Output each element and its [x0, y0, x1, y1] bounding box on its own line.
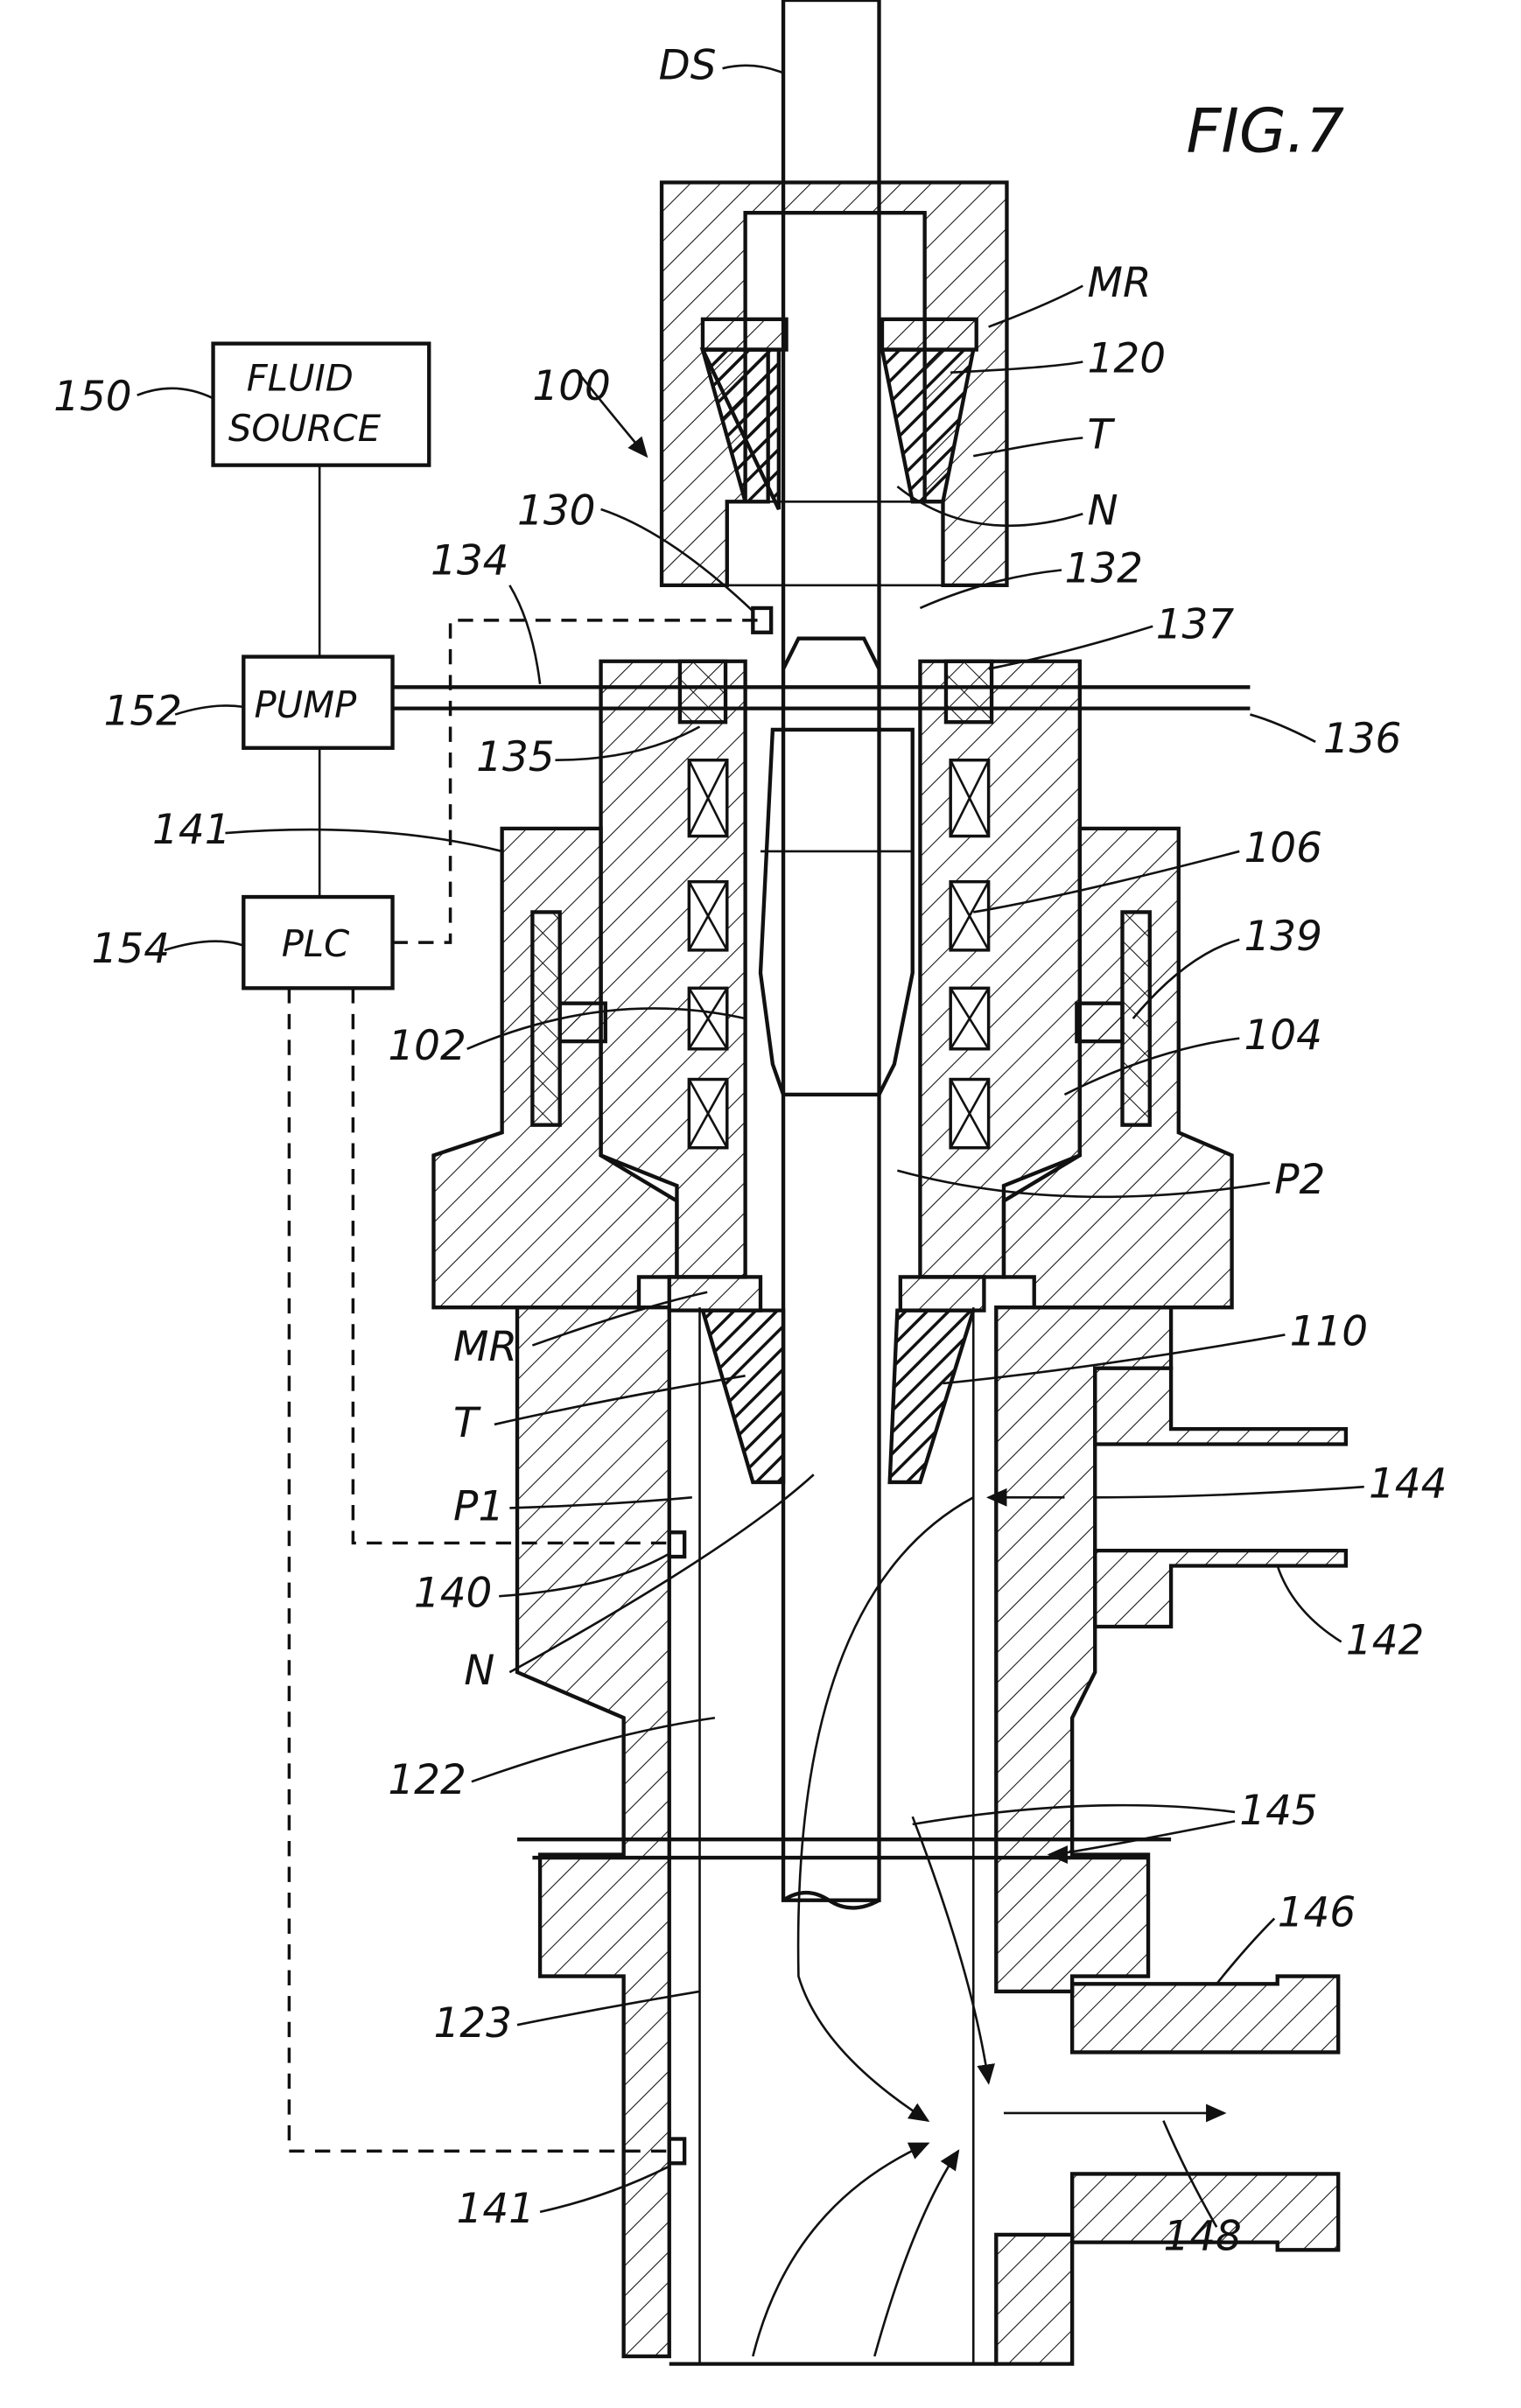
label-145: 145 — [1239, 1787, 1318, 1835]
plc-box: PLC — [243, 897, 392, 988]
label-141-top: 141 — [152, 806, 231, 854]
pump-label: PUMP — [254, 683, 357, 726]
label-p2: P2 — [1274, 1156, 1325, 1204]
label-102: 102 — [388, 1022, 466, 1070]
label-n-top: N — [1088, 486, 1118, 535]
label-134: 134 — [431, 537, 508, 585]
label-141-bottom: 141 — [457, 2185, 535, 2233]
label-t-bottom: T — [453, 1399, 481, 1447]
label-100: 100 — [532, 362, 611, 410]
label-p1: P1 — [453, 1482, 504, 1530]
label-ds: DS — [659, 41, 717, 89]
fluid-source-label-line1: FLUID — [247, 357, 354, 400]
label-140: 140 — [414, 1569, 493, 1617]
label-t-top: T — [1088, 411, 1116, 459]
label-122: 122 — [388, 1756, 466, 1804]
pump-box: PUMP — [243, 657, 392, 748]
plc-label: PLC — [282, 922, 349, 965]
label-139: 139 — [1244, 913, 1322, 961]
label-152: 152 — [103, 688, 182, 736]
label-104: 104 — [1244, 1012, 1322, 1060]
label-mr-bottom: MR — [453, 1323, 517, 1371]
stripper-rubber-120 — [703, 319, 977, 509]
fluid-source-label-line2: SOURCE — [228, 407, 382, 450]
label-mr-top: MR — [1088, 259, 1152, 307]
label-148: 148 — [1163, 2212, 1242, 2260]
wellhead-body — [517, 1307, 1346, 2363]
drill-string-ds — [760, 0, 913, 1908]
label-146: 146 — [1278, 1888, 1356, 1936]
label-135: 135 — [476, 733, 555, 781]
fluid-source-box: FLUID SOURCE — [214, 344, 430, 466]
label-n-bottom: N — [464, 1647, 494, 1695]
label-150: 150 — [53, 373, 132, 421]
label-137: 137 — [1156, 601, 1235, 649]
label-144: 144 — [1369, 1460, 1447, 1508]
label-142: 142 — [1346, 1616, 1425, 1664]
label-130: 130 — [517, 486, 596, 535]
label-110: 110 — [1290, 1308, 1369, 1356]
label-120: 120 — [1088, 335, 1166, 383]
bearing-housing-104 — [601, 662, 1080, 1278]
figure-title: FIG.7 — [1186, 96, 1344, 167]
label-132: 132 — [1064, 544, 1143, 592]
label-154: 154 — [92, 925, 171, 973]
label-136: 136 — [1323, 715, 1402, 763]
clamp-flange — [433, 829, 1231, 1307]
label-106: 106 — [1244, 824, 1322, 872]
label-123: 123 — [433, 1999, 511, 2048]
